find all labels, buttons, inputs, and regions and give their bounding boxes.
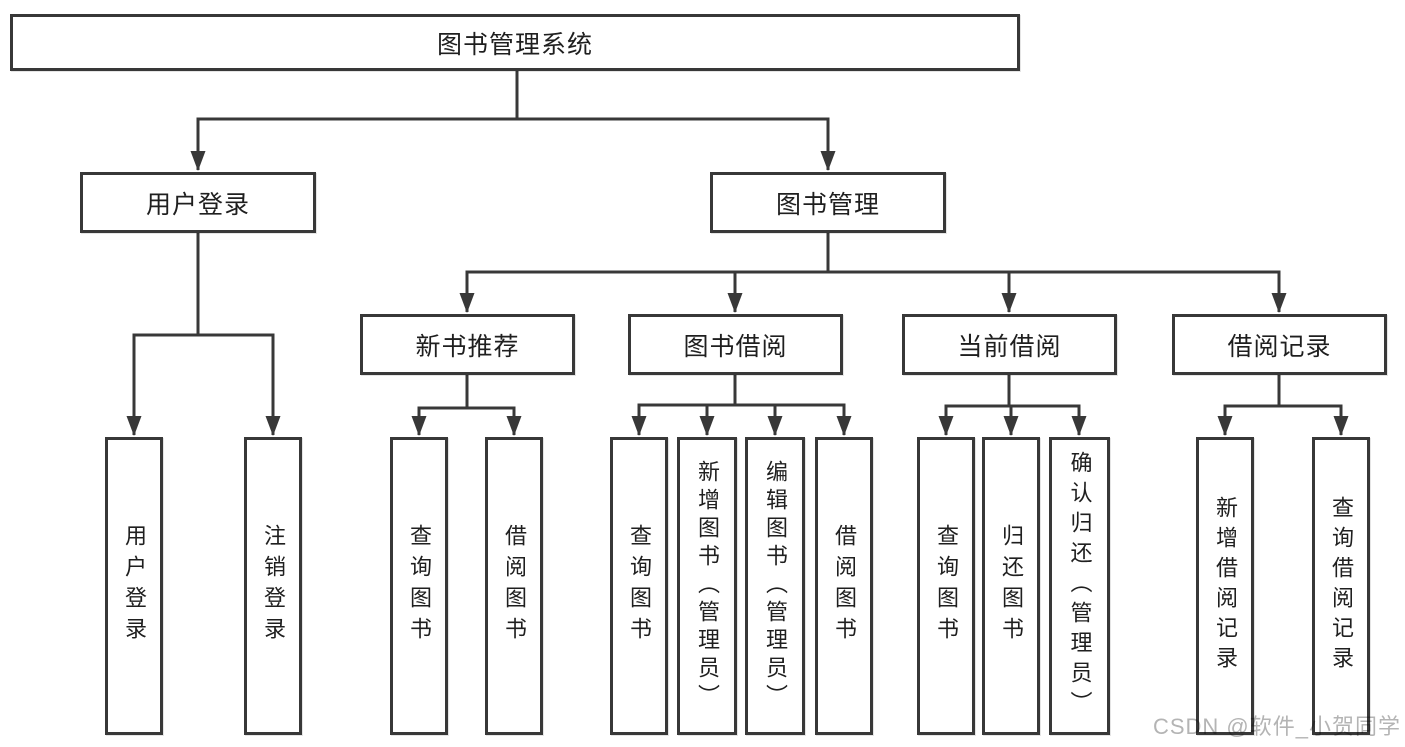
node-label: 归还图书	[999, 524, 1024, 648]
node-label: 查询图书	[934, 524, 959, 648]
node-label: 借阅图书	[502, 524, 527, 648]
node-label: 借阅图书	[832, 524, 857, 648]
node-label: 借阅记录	[1227, 332, 1332, 361]
node-new-book-recommend: 新书推荐	[360, 314, 575, 375]
watermark: CSDN @软件_小贺同学	[1152, 714, 1401, 739]
node-label: 新书推荐	[415, 332, 520, 361]
node-current-borrowing: 当前借阅	[902, 314, 1117, 375]
leaf-query-books-3: 查询图书	[917, 437, 975, 735]
leaf-query-borrow-record: 查询借阅记录	[1312, 437, 1370, 735]
node-user-login: 用户登录	[80, 172, 316, 233]
node-book-borrowing: 图书借阅	[628, 314, 843, 375]
node-label: 新增借阅记录	[1213, 496, 1238, 676]
node-label: 图书借阅	[683, 332, 788, 361]
node-label: 查询图书	[627, 524, 652, 648]
node-label: 注销登录	[261, 524, 286, 648]
node-library-system: 图书管理系统	[10, 14, 1020, 71]
leaf-add-book-admin: 新增图书（管理员）	[677, 437, 737, 735]
node-label: 确认归还（管理员）	[1067, 451, 1093, 721]
leaf-user-login: 用户登录	[105, 437, 163, 735]
leaf-query-books-2: 查询图书	[610, 437, 668, 735]
leaf-edit-book-admin: 编辑图书（管理员）	[745, 437, 805, 735]
leaf-return-book: 归还图书	[982, 437, 1040, 735]
leaf-borrow-books-1: 借阅图书	[485, 437, 543, 735]
node-label: 新增图书（管理员）	[695, 460, 720, 712]
leaf-query-books-1: 查询图书	[390, 437, 448, 735]
leaf-borrow-books-2: 借阅图书	[815, 437, 873, 735]
leaf-add-borrow-record: 新增借阅记录	[1196, 437, 1254, 735]
node-label: 图书管理	[775, 190, 880, 219]
node-label: 编辑图书（管理员）	[763, 460, 788, 712]
node-label: 用户登录	[122, 524, 147, 648]
node-book-management: 图书管理	[710, 172, 946, 233]
node-borrow-records: 借阅记录	[1172, 314, 1387, 375]
node-label: 查询借阅记录	[1329, 496, 1354, 676]
leaf-logout: 注销登录	[244, 437, 302, 735]
node-label: 用户登录	[145, 190, 250, 219]
leaf-confirm-return-admin: 确认归还（管理员）	[1049, 437, 1110, 735]
node-label: 当前借阅	[957, 332, 1062, 361]
node-label: 图书管理系统	[436, 30, 593, 59]
node-label: 查询图书	[407, 524, 432, 648]
